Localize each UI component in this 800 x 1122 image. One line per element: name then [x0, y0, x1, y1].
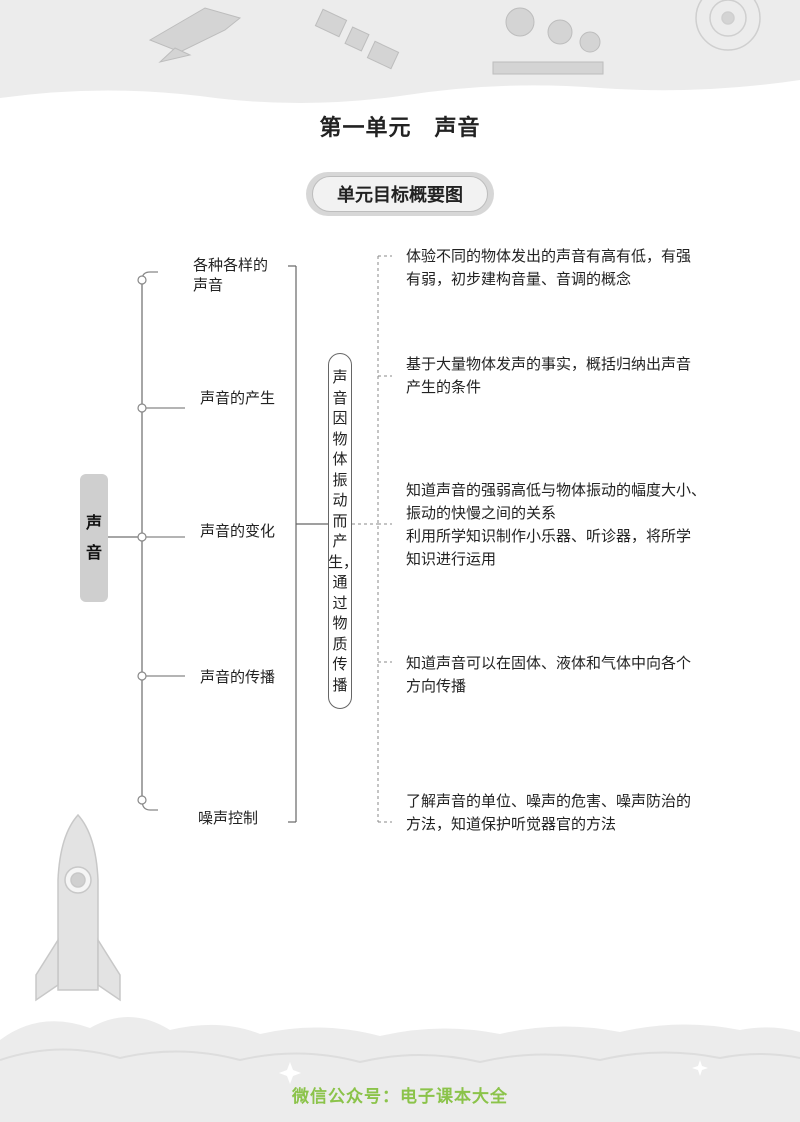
branch-label-4: 声音的传播	[200, 668, 276, 686]
branch-label-3: 声音的变化	[200, 522, 276, 540]
goal-1: 体验不同的物体发出的声音有高有低，有强 有弱，初步建构音量、音调的概念	[406, 245, 706, 291]
goal-5-line-2: 方法，知道保护听觉器官的方法	[406, 815, 617, 833]
sparkle-icon	[279, 1060, 708, 1084]
footer-decoration	[0, 1016, 800, 1122]
core-concept-pill	[328, 353, 352, 709]
page-title: 第一单元 声音	[319, 115, 481, 141]
goal-2-line-1: 基于大量物体发声的事实，概括归纳出声音	[406, 355, 692, 373]
goal-3-line-1: 知道声音的强弱高低与物体振动的幅度大小、	[406, 481, 707, 499]
radar-dish-icon	[492, 7, 604, 75]
header-decoration	[0, 0, 800, 103]
space-shuttle-icon	[148, 7, 242, 63]
goal-2: 基于大量物体发声的事实，概括归纳出声音 产生的条件	[406, 353, 706, 399]
unit-goal-badge: 单元目标概要图	[312, 176, 488, 212]
goal-2-line-2: 产生的条件	[406, 378, 482, 396]
goal-3-line-3: 利用所学知识制作小乐器、听诊器，将所学	[406, 527, 692, 545]
goal-5: 了解声音的单位、噪声的危害、噪声防治的 方法，知道保护听觉器官的方法	[406, 790, 706, 836]
planet-orbit-icon	[695, 0, 761, 51]
footer-wechat-text: 微信公众号：电子课本大全	[292, 1087, 508, 1107]
goal-3-line-2: 振动的快慢之间的关系	[406, 504, 557, 522]
goal-1-line-2: 有弱，初步建构音量、音调的概念	[406, 270, 632, 288]
goal-3-line-4: 知识进行运用	[406, 550, 497, 568]
branch-label-5: 噪声控制	[198, 809, 259, 827]
branch-label-1: 各种各样的声音	[193, 256, 269, 294]
root-label: 声音	[85, 513, 102, 562]
goal-4: 知道声音可以在固体、液体和气体中向各个 方向传播	[406, 652, 706, 698]
goal-4-line-2: 方向传播	[406, 677, 467, 695]
satellite-icon	[314, 8, 400, 70]
root-node	[80, 474, 108, 602]
goal-3: 知道声音的强弱高低与物体振动的幅度大小、 振动的快慢之间的关系 利用所学知识制作…	[406, 479, 706, 571]
goal-4-line-1: 知道声音可以在固体、液体和气体中向各个	[406, 654, 692, 672]
goal-5-line-1: 了解声音的单位、噪声的危害、噪声防治的	[406, 792, 692, 810]
branch-label-2: 声音的产生	[200, 389, 276, 407]
core-concept-text: 声音因物体振动而产生，通过物质传播	[328, 368, 359, 694]
goal-1-line-1: 体验不同的物体发出的声音有高有低，有强	[406, 247, 692, 265]
